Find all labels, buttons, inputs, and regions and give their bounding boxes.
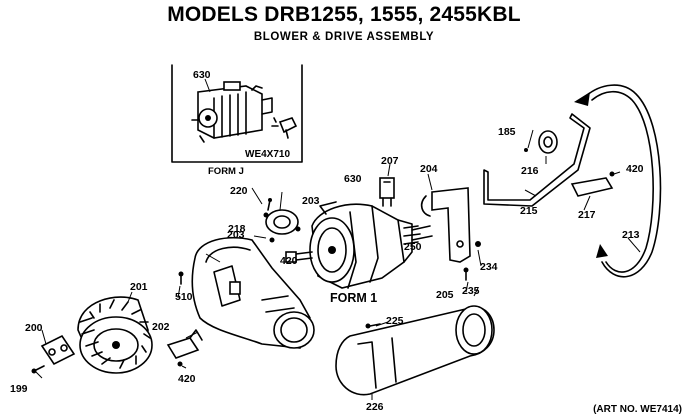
inset-motor-drawing: [191, 81, 273, 143]
part-label-201: 201: [130, 281, 148, 293]
part-label-250: 250: [404, 241, 422, 253]
exhaust-duct-226: [335, 305, 495, 396]
inset-part-630-label: 630: [193, 69, 211, 81]
part-label-199: 199: [10, 383, 28, 395]
idler-assembly: [483, 113, 615, 207]
page-title: MODELS DRB1255, 1555, 2455KBL: [167, 3, 521, 26]
part-label-226: 226: [366, 401, 384, 413]
form-j-label: FORM J: [208, 166, 244, 177]
blower-wheel-201: [77, 296, 153, 374]
page-subtitle: BLOWER & DRIVE ASSEMBLY: [253, 31, 435, 43]
part-label-216: 216: [521, 165, 539, 177]
fan-bracket-200: [31, 334, 76, 374]
part-label-234: 234: [480, 261, 498, 273]
part-label-213: 213: [622, 229, 640, 241]
part-label-420b: 420: [626, 163, 644, 175]
drive-motor-630: [285, 201, 433, 289]
part-label-202: 202: [152, 321, 170, 333]
part-label-235: 235: [462, 285, 480, 297]
blower-housing-218: [178, 236, 315, 349]
part-label-220: 220: [230, 185, 248, 197]
part-label-420a: 420: [280, 255, 298, 267]
part-label-200: 200: [25, 322, 43, 334]
bracket-204-205: [403, 187, 481, 281]
part-label-420c: 420: [178, 373, 196, 385]
part-label-217: 217: [578, 209, 596, 221]
part-label-510: 510: [175, 291, 193, 303]
part-label-203: 203: [302, 195, 320, 207]
part-label-204: 204: [420, 163, 438, 175]
inset-switch-part: [271, 117, 298, 139]
part-label-215: 215: [520, 205, 538, 217]
part-label-630: 630: [344, 173, 362, 185]
part-label-225: 225: [386, 315, 404, 327]
inset-we-number-label: WE4X710: [245, 149, 291, 160]
part-label-203b: 203: [227, 229, 245, 241]
form-1-label: FORM 1: [330, 291, 378, 305]
part-label-205: 205: [436, 289, 454, 301]
art-number: (ART NO. WE7414): [593, 404, 682, 415]
part-label-185: 185: [498, 126, 516, 138]
mount-ring-203: [263, 198, 301, 243]
clip-202: [166, 329, 203, 367]
part-label-218: 218: [228, 223, 246, 235]
part-label-207: 207: [381, 155, 399, 167]
drive-belt-213: [574, 84, 662, 278]
form-j-inset: [171, 64, 303, 163]
switch-207: [379, 177, 395, 207]
